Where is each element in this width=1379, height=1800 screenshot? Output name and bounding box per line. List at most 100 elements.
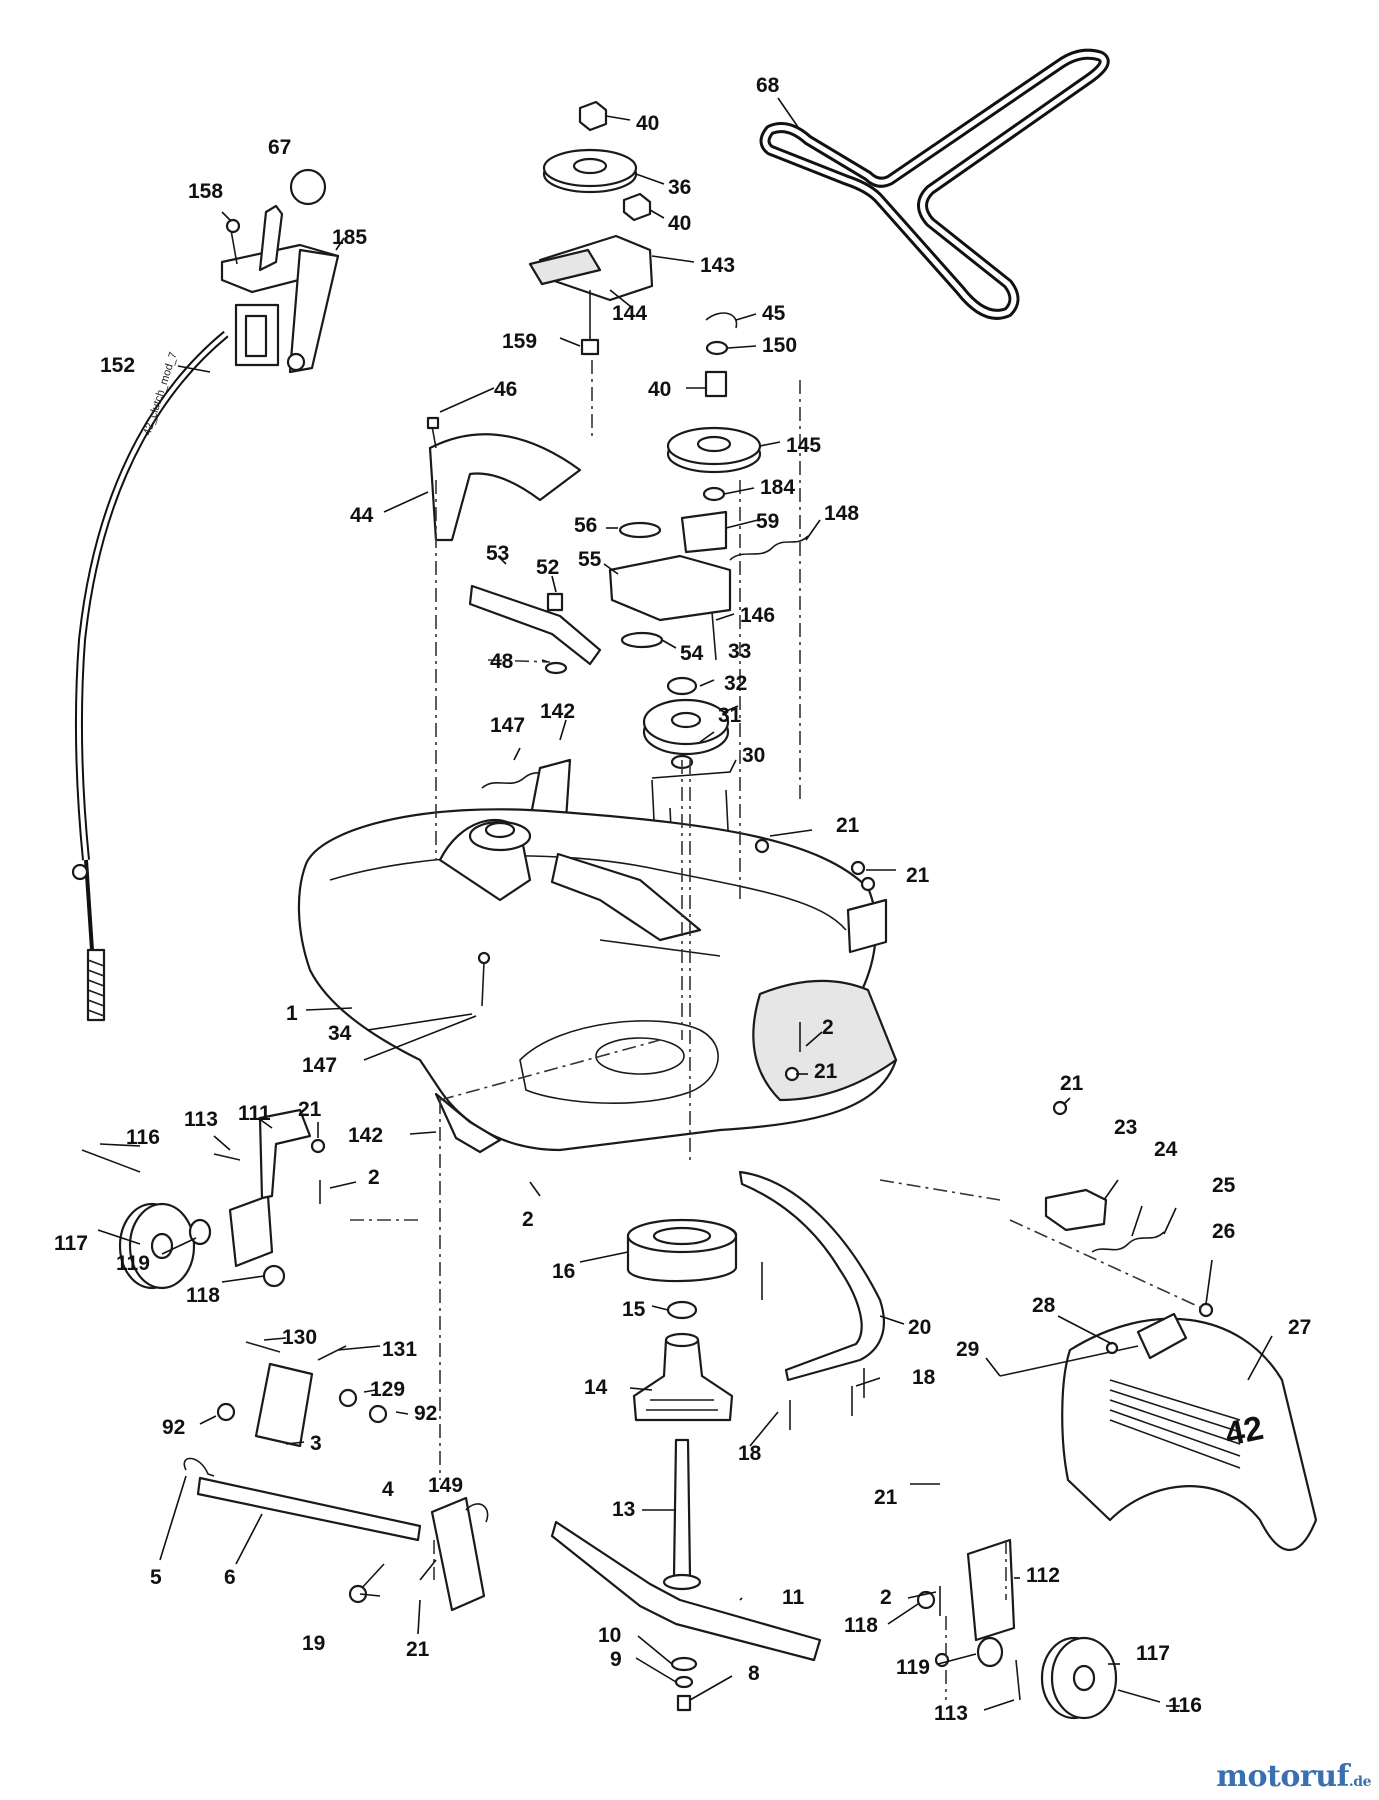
callout-2: 2 — [368, 1166, 380, 1189]
callout-44: 44 — [350, 504, 374, 527]
callout-20: 20 — [908, 1316, 931, 1339]
nut-21a — [754, 838, 770, 854]
callout-150: 150 — [762, 334, 797, 357]
watermark-tld: .de — [1348, 1774, 1372, 1790]
lever-handle — [258, 204, 284, 272]
spacer-40c — [704, 370, 728, 398]
callout-21: 21 — [906, 864, 930, 887]
clip-45 — [705, 312, 738, 329]
bolt-130 — [245, 1341, 281, 1353]
baffle-20 — [738, 1170, 885, 1382]
bracket-144 — [528, 248, 602, 286]
discharge-chute: 42 — [999, 1100, 1318, 1551]
bolt-30b — [725, 789, 729, 831]
callout-52: 52 — [536, 556, 559, 579]
deck-bracket-plate — [550, 852, 702, 942]
washer-48 — [544, 661, 568, 675]
callout-142: 142 — [540, 700, 575, 723]
ring-26 — [1198, 1302, 1214, 1318]
link-6 — [196, 1476, 422, 1542]
callout-147: 147 — [302, 1054, 337, 1077]
callout-14: 14 — [584, 1376, 608, 1399]
callout-118: 118 — [186, 1284, 220, 1307]
callout-2: 2 — [522, 1208, 534, 1231]
callout-48: 48 — [490, 650, 514, 673]
callout-185: 185 — [332, 226, 367, 249]
bolt-158 — [230, 229, 238, 265]
callout-33: 33 — [728, 640, 751, 663]
callout-11: 11 — [782, 1586, 805, 1609]
spring-148 — [729, 535, 809, 561]
callout-54: 54 — [680, 642, 704, 665]
callout-143: 143 — [700, 254, 735, 277]
callout-68: 68 — [756, 74, 780, 97]
bolt-113a — [213, 1153, 241, 1161]
callout-147: 147 — [490, 714, 525, 737]
callout-10: 10 — [598, 1624, 621, 1647]
spindle-14 — [632, 1338, 734, 1422]
knob-67 — [289, 168, 327, 206]
callout-25: 25 — [1212, 1174, 1236, 1197]
arm-53 — [468, 584, 602, 666]
callout-9: 9 — [610, 1648, 622, 1671]
nut-21d — [1052, 1100, 1068, 1116]
belt-guard-44 — [428, 433, 582, 542]
callout-56: 56 — [574, 514, 597, 537]
callout-113: 113 — [184, 1108, 218, 1131]
washer-56 — [618, 521, 662, 539]
idler-arm-55 — [608, 554, 732, 622]
callout-28: 28 — [1032, 1294, 1056, 1317]
bolt-19 — [359, 1563, 385, 1591]
clip-5 — [183, 1457, 215, 1477]
bracket-111 — [228, 1194, 274, 1268]
spindle-cutout — [519, 1020, 719, 1104]
callout-29: 29 — [956, 1338, 979, 1361]
callout-30: 30 — [742, 744, 765, 767]
belt-guard — [426, 416, 582, 542]
nut-118b — [916, 1590, 936, 1610]
nut-92a — [216, 1402, 236, 1422]
callout-92: 92 — [162, 1416, 185, 1439]
bolt-30a — [651, 779, 655, 821]
clutch-lever-assembly — [220, 168, 340, 374]
bolt-116b — [1117, 1689, 1161, 1703]
bolt-146 — [711, 611, 717, 661]
bracket-185 — [288, 248, 340, 374]
callout-34: 34 — [328, 1022, 352, 1045]
callout-152: 152 — [100, 354, 135, 377]
callout-2: 2 — [822, 1016, 834, 1039]
nut-118a — [262, 1264, 286, 1288]
washer-184 — [702, 486, 726, 502]
callout-6: 6 — [224, 1566, 236, 1589]
left-gauge-wheel-assembly — [81, 1092, 502, 1290]
stud-52 — [546, 592, 564, 612]
washer-119b — [976, 1636, 1004, 1668]
callout-21: 21 — [836, 814, 860, 837]
hinge-bracket — [1136, 1312, 1188, 1360]
callout-15: 15 — [622, 1298, 646, 1321]
mower-deck-shell — [297, 808, 898, 1152]
callout-117: 117 — [54, 1232, 88, 1255]
bolt-113b — [1015, 1659, 1021, 1701]
callout-159: 159 — [502, 330, 537, 353]
callout-131: 131 — [382, 1338, 417, 1361]
bracket-112 — [966, 1538, 1016, 1642]
callout-116: 116 — [126, 1126, 160, 1149]
bolt-131 — [317, 1345, 347, 1361]
spring-25 — [1091, 1231, 1165, 1253]
callout-40: 40 — [636, 112, 659, 135]
callout-146: 146 — [740, 604, 775, 627]
callout-40: 40 — [668, 212, 691, 235]
callout-116: 116 — [1168, 1694, 1202, 1717]
callout-119: 119 — [116, 1252, 150, 1275]
callout-labels: 68 40 36 40 143 144 159 45 150 40 145 18… — [54, 74, 1311, 1725]
callout-21: 21 — [814, 1060, 838, 1083]
callout-2: 2 — [880, 1586, 892, 1609]
callout-18: 18 — [912, 1366, 936, 1389]
bracket-3 — [254, 1362, 314, 1448]
callout-31: 31 — [718, 704, 742, 727]
clutch-cable: 42_clutch_mod_7 — [71, 330, 229, 1022]
hinge-23 — [1044, 1188, 1108, 1232]
idler-pulley-upper — [528, 100, 654, 356]
deck-bracket-right — [846, 898, 888, 954]
